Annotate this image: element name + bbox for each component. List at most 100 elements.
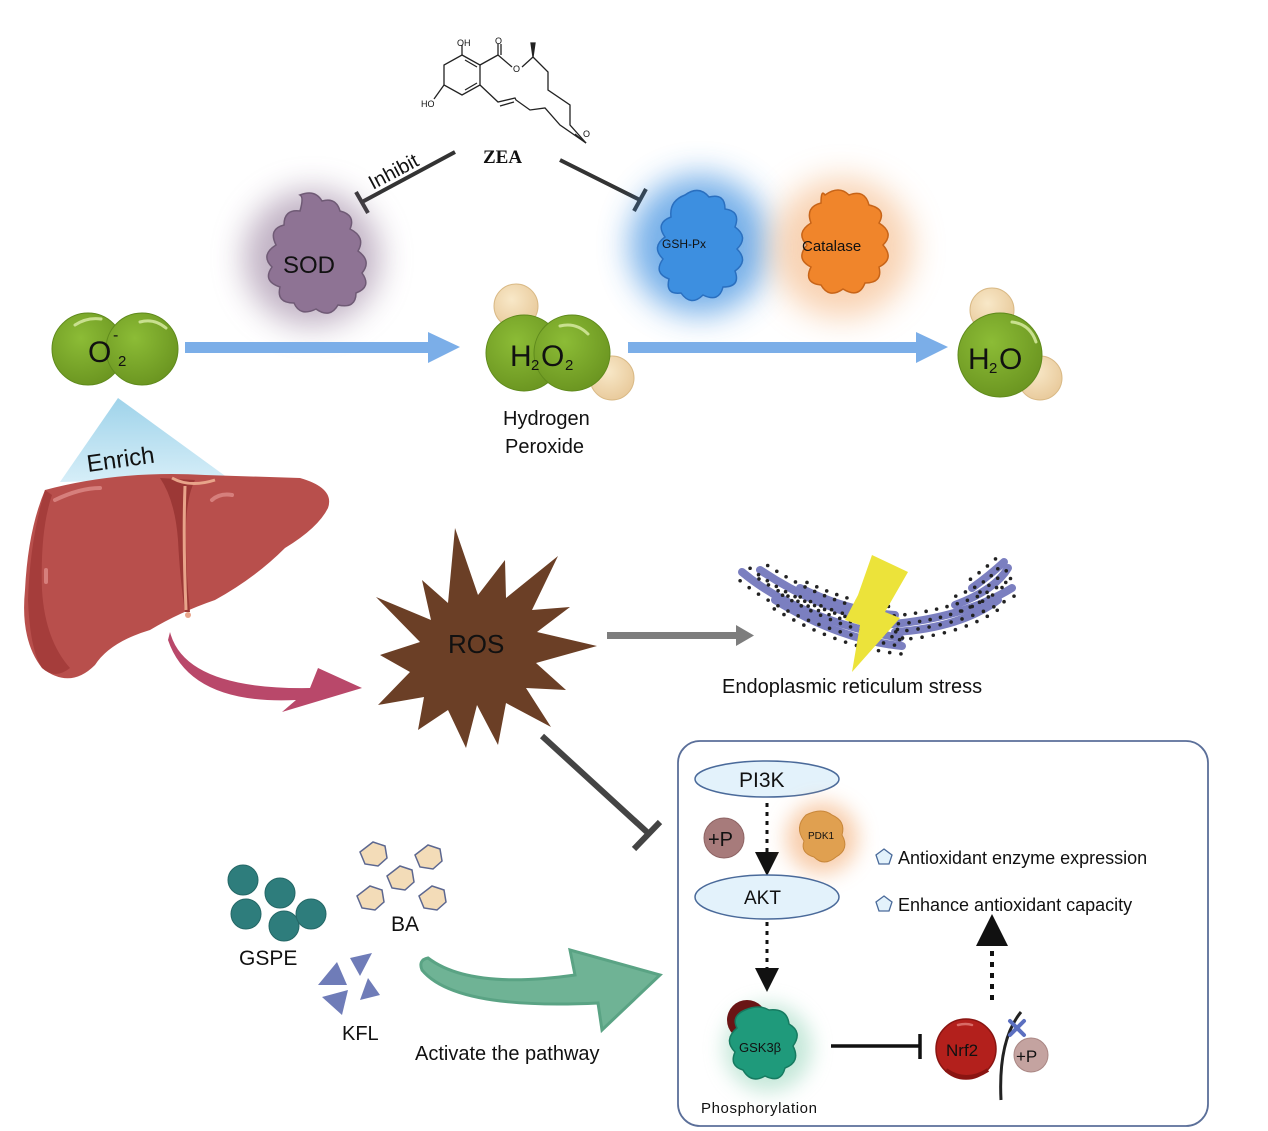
flow-arrow-1 — [185, 332, 460, 363]
ribosome-dot — [783, 589, 788, 594]
gspe-label: GSPE — [239, 947, 297, 970]
ribosome-dot — [900, 636, 905, 640]
ribosome-dot — [968, 577, 973, 582]
ros-inhibit-pathway-line — [539, 733, 663, 852]
ribosome-dot — [987, 583, 991, 588]
ribosome-dot — [772, 607, 777, 611]
catalase-enzyme: Catalase — [772, 178, 912, 318]
ribosome-dot — [907, 620, 911, 625]
inhibit-sod-line — [354, 150, 456, 214]
ribosome-dot — [996, 566, 1000, 571]
ribosome-dot — [964, 624, 969, 628]
phospho-right-label: +P — [1016, 1047, 1037, 1066]
ribosome-dot — [938, 615, 943, 620]
ribosome-dot — [799, 604, 804, 608]
h2o2-molecule: H 2 O 2 — [485, 283, 635, 401]
ribosome-dot — [1003, 580, 1008, 585]
ribosome-dot — [990, 593, 995, 597]
phospho-right: +P — [1013, 1037, 1049, 1073]
gsh-px-enzyme: GSH-Px — [630, 175, 770, 315]
outcome-item-2: Enhance antioxidant capacity — [875, 895, 1132, 915]
zea-structure — [433, 42, 587, 144]
ribosome-dot — [843, 614, 847, 619]
ribosome-dot — [896, 621, 901, 626]
ribosome-dot — [985, 590, 989, 595]
pdk1-enzyme: PDK1 — [786, 802, 858, 874]
ribosome-dot — [793, 594, 797, 599]
ribosome-dot — [1008, 576, 1013, 581]
ribosome-dot — [949, 620, 953, 624]
ba-cluster — [356, 841, 447, 911]
water-h: H — [968, 343, 990, 376]
ribosome-dot — [796, 614, 800, 618]
phosphorylation-label: Phosphorylation — [701, 1100, 818, 1117]
nrf2-node: Nrf2 — [935, 1018, 997, 1080]
ribosome-dot — [822, 632, 827, 637]
ribosome-dot — [924, 609, 928, 614]
ribosome-dot — [977, 570, 981, 575]
gsk3b-inhibits-nrf2-line — [831, 1034, 922, 1059]
pentagon-icon — [875, 848, 893, 865]
ribosome-dot — [838, 621, 843, 626]
ribosome-dot — [975, 619, 979, 624]
superoxide-subscript: 2 — [118, 353, 126, 370]
atom-oh-left: HO — [421, 99, 435, 109]
ribosome-dot — [980, 599, 985, 604]
ribosome-dot — [970, 604, 975, 609]
ribosome-dot — [829, 607, 834, 612]
atom-ketone-o: O — [583, 129, 590, 139]
ribosome-dot — [989, 573, 994, 578]
gsh-px-label: GSH-Px — [662, 237, 706, 251]
ribosome-dot — [819, 604, 823, 608]
ribosome-dot — [1012, 594, 1016, 598]
ribosome-dot — [897, 637, 902, 642]
h2o2-sub2: 2 — [565, 357, 573, 374]
ribosome-dot — [796, 599, 800, 604]
ribosome-dot — [832, 597, 837, 602]
ribosome-dot — [798, 595, 803, 599]
ribosome-dot — [881, 641, 886, 645]
ribosome-dot — [748, 566, 752, 571]
ribosome-dot — [965, 598, 970, 603]
ribosome-dot — [806, 618, 811, 623]
ribosome-dot — [782, 612, 786, 617]
ribosome-dot — [812, 603, 817, 608]
kfl-label: KFL — [342, 1023, 379, 1045]
enrich-beam — [60, 398, 228, 482]
ribosome-dot — [818, 613, 823, 618]
ribosome-dot — [899, 652, 903, 656]
ribosome-dot — [824, 589, 829, 593]
ribosome-dot — [959, 609, 964, 613]
gspe-cluster — [227, 864, 327, 942]
ribosome-dot — [756, 572, 761, 577]
ribosome-dot — [995, 608, 1000, 613]
ribosome-dot — [977, 600, 982, 605]
pi3k-node: PI3K — [694, 760, 840, 798]
ribosome-dot — [931, 633, 936, 638]
ribosome-dot — [876, 648, 881, 653]
ros-label: ROS — [448, 629, 504, 659]
sod-enzyme: SOD — [244, 190, 380, 326]
ribosome-dot — [945, 604, 949, 609]
ribosome-dot — [1002, 599, 1006, 604]
ribosome-dot — [981, 580, 986, 584]
ribosome-dot — [793, 580, 798, 584]
ribosome-dot — [970, 613, 975, 618]
ribosome-dot — [934, 607, 939, 611]
ribosome-dot — [975, 594, 980, 599]
liver — [24, 474, 330, 679]
pathway-panel — [677, 740, 1209, 1127]
ribosome-dot — [833, 636, 837, 641]
kfl-cluster — [318, 953, 380, 1015]
ribosome-dot — [972, 585, 977, 590]
ribosome-dot — [842, 601, 847, 605]
ribosome-dot — [780, 593, 785, 598]
superoxide-superscript: - — [113, 327, 118, 344]
ribosome-dot — [802, 599, 807, 604]
ros-burst: ROS — [376, 528, 597, 748]
zea-atom-labels: OH HO O O O — [421, 36, 590, 139]
ribosome-dot — [784, 574, 788, 579]
ribosome-dot — [809, 608, 813, 613]
outcome-1-label: Antioxidant enzyme expression — [898, 848, 1147, 868]
